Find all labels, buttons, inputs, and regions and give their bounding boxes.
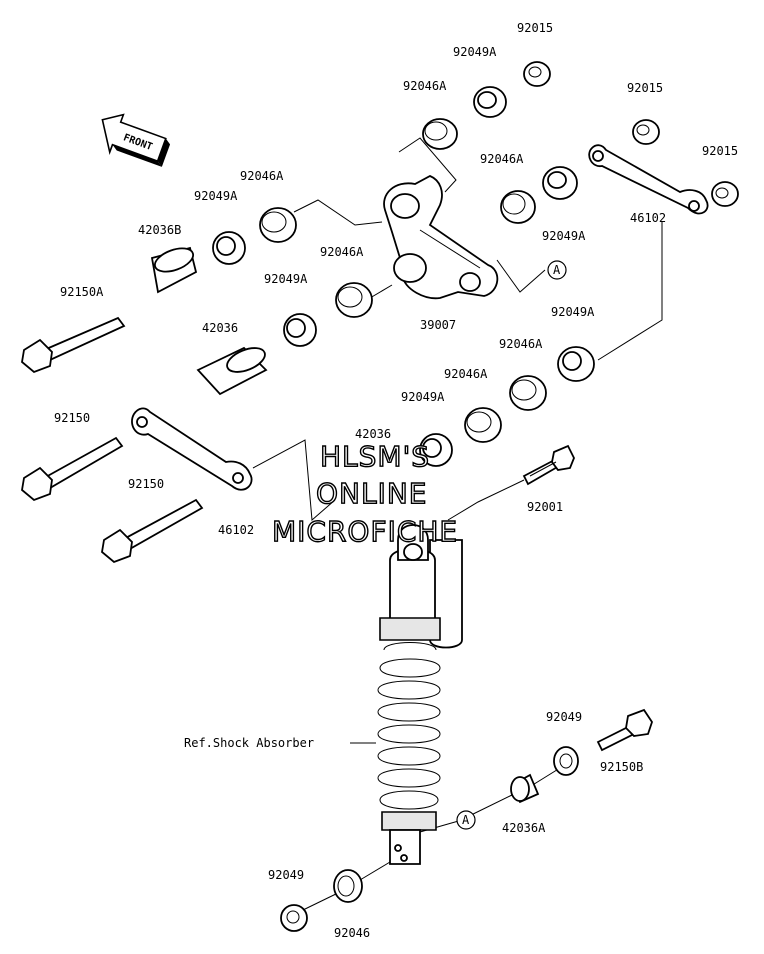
label-92046A-center: 92046A bbox=[320, 245, 364, 259]
label-92001: 92001 bbox=[527, 500, 563, 514]
bolt-92150B bbox=[596, 708, 653, 752]
label-92046A-lower: 92046A bbox=[444, 367, 488, 381]
bearing-92046A-center bbox=[335, 282, 373, 318]
bolt-92150A bbox=[21, 316, 126, 374]
label-92049-right: 92049 bbox=[546, 710, 582, 724]
collar-42036A bbox=[510, 773, 540, 804]
label-92049-bottom: 92049 bbox=[268, 868, 304, 882]
front-arrow-icon: FRONT bbox=[101, 113, 171, 167]
label-92049A-lower: 92049A bbox=[401, 390, 445, 404]
washer-92049-right bbox=[553, 746, 579, 776]
label-92015-far-right: 92015 bbox=[702, 144, 738, 158]
leader-lines bbox=[252, 137, 663, 911]
washer-92049A-center bbox=[283, 313, 317, 347]
watermark-line3: MICROFICHE bbox=[272, 515, 458, 548]
callout-a-lower: A bbox=[456, 810, 476, 830]
rocker-arm-39007 bbox=[383, 175, 499, 300]
watermark: HLSM'S ONLINE MICROFICHE bbox=[271, 439, 458, 548]
label-42036-lower: 42036 bbox=[355, 427, 391, 441]
washer-92049A-lower-right bbox=[557, 346, 595, 382]
label-92049A-center: 92049A bbox=[264, 272, 308, 286]
bearing-92046A-left bbox=[259, 207, 297, 243]
tie-rod-46102-lower bbox=[131, 407, 253, 491]
label-92049A-mid-right: 92049A bbox=[542, 229, 586, 243]
bearing-92046A-lower-right bbox=[509, 375, 547, 411]
label-92046A-top: 92046A bbox=[403, 79, 447, 93]
watermark-line1: HLSM'S bbox=[320, 440, 430, 473]
washer-92049A-mid-right bbox=[542, 166, 578, 200]
nut-92015-far-right bbox=[711, 181, 739, 207]
bolt-92001 bbox=[522, 444, 575, 486]
label-92015-right: 92015 bbox=[627, 81, 663, 95]
label-46102-lower: 46102 bbox=[218, 523, 254, 537]
bearing-92046-bottom bbox=[333, 869, 363, 903]
callout-a-upper: A bbox=[547, 260, 567, 280]
collar-42036B bbox=[150, 246, 198, 294]
label-42036-upper: 42036 bbox=[202, 321, 238, 335]
part-labels: 92015 92049A 92046A 92015 92015 92046A 9… bbox=[54, 21, 738, 940]
bearing-92046A-lower bbox=[464, 407, 502, 443]
shock-absorber bbox=[377, 524, 463, 865]
nut-92015-top bbox=[523, 61, 551, 87]
label-92150-middle: 92150 bbox=[54, 411, 90, 425]
label-92150B: 92150B bbox=[600, 760, 643, 774]
label-92015-top: 92015 bbox=[517, 21, 553, 35]
washer-92049A-left bbox=[212, 231, 246, 265]
label-92150A: 92150A bbox=[60, 285, 104, 299]
watermark-line2: ONLINE bbox=[316, 477, 427, 510]
label-ref-shock-absorber: Ref.Shock Absorber bbox=[184, 736, 314, 750]
label-92046A-lower-right: 92046A bbox=[499, 337, 543, 351]
bearing-92046A-top bbox=[422, 118, 458, 150]
label-92046A-mid-right: 92046A bbox=[480, 152, 524, 166]
washer-92049A-lower bbox=[419, 433, 453, 467]
label-92049A-left: 92049A bbox=[194, 189, 238, 203]
label-42036A: 42036A bbox=[502, 821, 546, 835]
washer-92049A-top bbox=[473, 86, 507, 118]
label-92049A-lower-right: 92049A bbox=[551, 305, 595, 319]
label-46102-upper: 46102 bbox=[630, 211, 666, 225]
nut-92015-right bbox=[632, 119, 660, 145]
callout-a-upper-label: A bbox=[553, 263, 561, 277]
tie-rod-46102-upper bbox=[588, 144, 709, 215]
label-92046A-left: 92046A bbox=[240, 169, 284, 183]
collar-42036-upper bbox=[196, 346, 268, 396]
label-39007: 39007 bbox=[420, 318, 456, 332]
bolt-92150-lower bbox=[101, 498, 204, 564]
bolt-92150-middle bbox=[21, 436, 124, 502]
label-92049A-top: 92049A bbox=[453, 45, 497, 59]
label-92150-lower: 92150 bbox=[128, 477, 164, 491]
bearing-92046A-mid-right bbox=[500, 190, 536, 224]
callout-a-lower-label: A bbox=[462, 813, 470, 827]
label-42036B: 42036B bbox=[138, 223, 181, 237]
label-92046-bottom: 92046 bbox=[334, 926, 370, 940]
washer-92049-bottom bbox=[280, 904, 308, 932]
